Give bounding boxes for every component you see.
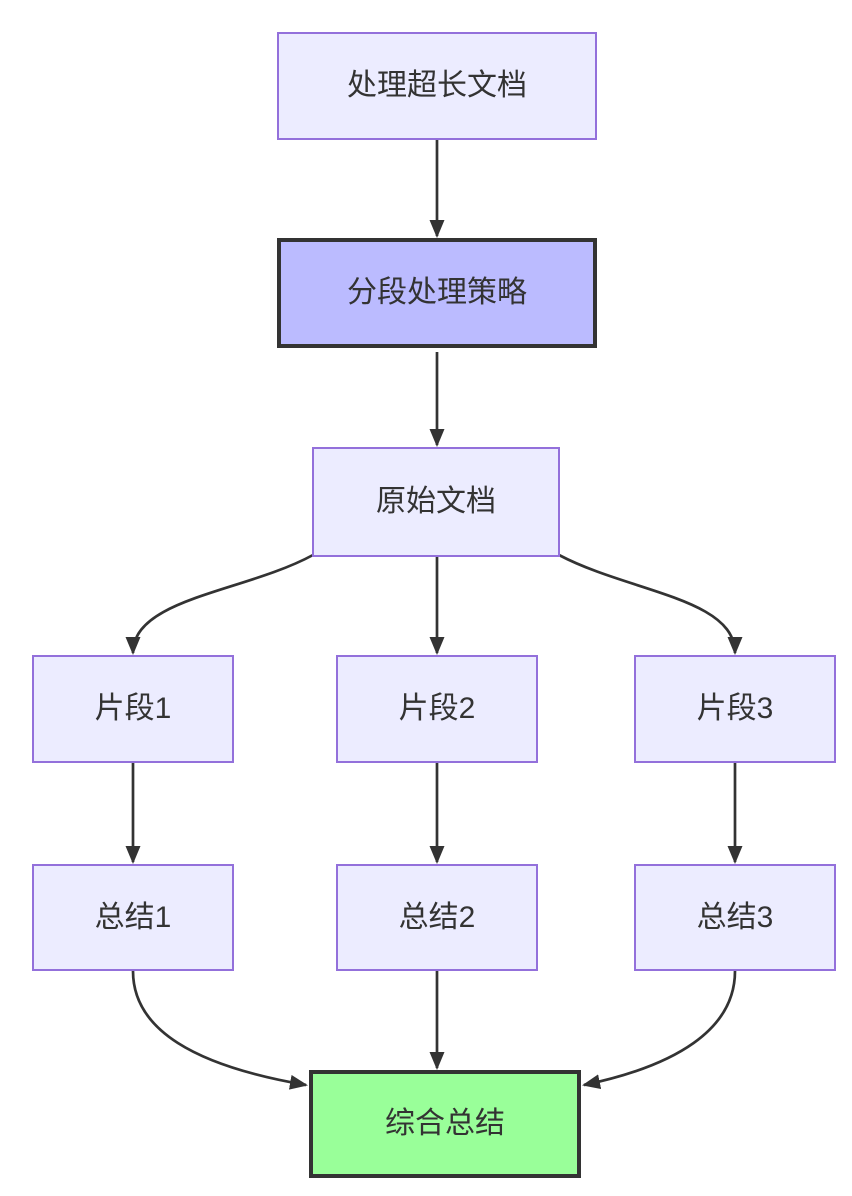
node-segmentation-strategy-label: 分段处理策略 bbox=[347, 276, 527, 309]
node-original-doc: 原始文档 bbox=[312, 447, 560, 557]
node-summary-3-label: 总结3 bbox=[696, 900, 774, 934]
node-combined-summary-label: 综合总结 bbox=[385, 1107, 505, 1140]
node-process-long-doc-label: 处理超长文档 bbox=[347, 69, 527, 102]
node-segmentation-strategy: 分段处理策略 bbox=[277, 238, 597, 348]
node-original-doc-label: 原始文档 bbox=[376, 485, 496, 518]
node-summary-3: 总结3 bbox=[634, 864, 836, 971]
edge-original-doc-to-fragment-1 bbox=[125, 553, 314, 655]
node-summary-1: 总结1 bbox=[32, 864, 234, 971]
edge-original-doc-to-fragment-3 bbox=[558, 553, 743, 655]
node-process-long-doc: 处理超长文档 bbox=[277, 32, 597, 140]
node-summary-2: 总结2 bbox=[336, 864, 538, 971]
edge-summary-1-to-combined bbox=[131, 970, 308, 1090]
node-fragment-2: 片段2 bbox=[336, 655, 538, 763]
node-summary-1-label: 总结1 bbox=[94, 900, 172, 934]
edge-summary-3-to-combined bbox=[582, 970, 737, 1090]
node-fragment-3-label: 片段3 bbox=[696, 692, 774, 725]
node-fragment-1: 片段1 bbox=[32, 655, 234, 763]
node-fragment-1-label: 片段1 bbox=[94, 692, 172, 725]
node-fragment-2-label: 片段2 bbox=[398, 692, 476, 725]
node-combined-summary: 综合总结 bbox=[309, 1070, 581, 1178]
node-summary-2-label: 总结2 bbox=[398, 900, 476, 934]
node-fragment-3: 片段3 bbox=[634, 655, 836, 763]
